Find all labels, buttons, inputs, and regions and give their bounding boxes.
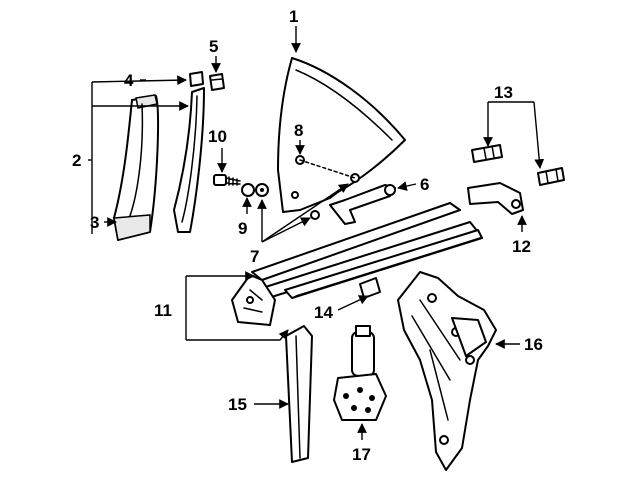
callout-3: 3 <box>90 213 99 232</box>
callout-1: 1 <box>289 7 298 26</box>
callout-5: 5 <box>209 37 218 56</box>
callout-16: 16 <box>524 335 543 354</box>
callout-10: 10 <box>208 127 227 146</box>
callout-4: 4 <box>124 71 134 90</box>
bracket-left <box>471 144 503 163</box>
clip-part-5 <box>209 73 225 91</box>
pillar-weatherstrip <box>173 87 205 233</box>
callout-12: 12 <box>512 237 531 256</box>
pillar-trim-panel <box>113 94 159 241</box>
washer-nut <box>241 183 269 197</box>
callout-15: 15 <box>228 395 247 414</box>
leader-lines <box>88 26 545 440</box>
quarter-window-glass <box>277 57 406 213</box>
callout-17: 17 <box>352 445 371 464</box>
callout-7: 7 <box>250 247 259 266</box>
callout-2: 2 <box>72 151 81 170</box>
callout-14: 14 <box>314 303 333 322</box>
bolt <box>213 174 241 186</box>
callout-labels: 1 2 3 4 5 6 7 8 9 10 11 12 13 14 15 16 1… <box>72 7 543 464</box>
window-motor <box>333 325 387 421</box>
callout-13: 13 <box>494 83 513 102</box>
lower-guide-rail <box>284 229 483 299</box>
inner-quarter-panel <box>397 271 497 471</box>
callout-11: 11 <box>154 301 172 320</box>
callout-8: 8 <box>294 121 303 140</box>
window-guide-channel <box>231 202 479 326</box>
clip-part-4 <box>189 71 204 87</box>
callout-6: 6 <box>420 175 429 194</box>
vertical-run-channel <box>285 325 313 463</box>
callout-9: 9 <box>238 219 247 238</box>
window-regulator-arm <box>310 184 396 225</box>
bracket-right <box>537 167 565 186</box>
regulator-bracket <box>467 182 524 215</box>
